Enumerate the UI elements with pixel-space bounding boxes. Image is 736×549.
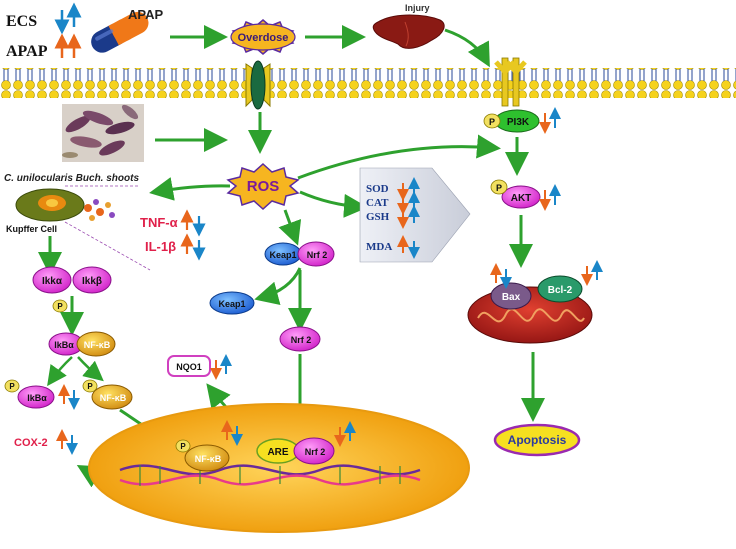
ikkb-label: Ikkβ [82,276,102,287]
sod-label: SOD [366,183,389,195]
complex-split-right-arrow [77,356,104,382]
legend-apap-label: APAP [6,43,48,60]
plant-photo [62,104,144,162]
cox2: COX-2 [14,429,78,455]
ikk-complex: Ikkα Ikkβ [32,266,112,294]
plant-caption: C. unilocularis Buch. shoots [4,173,139,184]
pi3k-phospho-label: P [489,117,495,127]
kupffer-label: Kupffer Cell [6,224,57,234]
cell-membrane [0,68,736,98]
membrane-channel-icon [245,60,271,110]
pill-label: APAP [128,7,163,22]
free-ikba-label: IkBα [27,393,47,403]
ikk-phospho-label: P [57,302,63,311]
bcl2-node: Bcl-2 [537,260,603,303]
ros-node: ROS [226,162,300,211]
akt-node: AKT P [490,179,561,211]
nuclear-nfkb: NF-κB P [175,420,243,472]
gsh-arrows [397,205,420,229]
legend-ecs-label: ECS [6,13,37,30]
liver-icon [372,14,445,49]
ros-to-akt-arrow [297,134,501,180]
complex-to-keap1-arrow [254,267,302,305]
nrf2-complex-label: Nrf 2 [307,250,328,260]
free-keap1-label: Keap1 [218,299,245,309]
free-nfkb: NF-κB P [82,379,133,410]
top-arrows [170,25,490,68]
ikka-label: Ikkα [42,276,63,287]
tnf-arrows [180,209,206,237]
are-nrf2: ARE Nrf 2 [256,421,356,465]
ros-to-kupffer-arrow [149,177,231,201]
cytokines: TNF-α IL-1β [140,209,206,261]
ikba-label: IkBα [54,340,74,350]
mda-label: MDA [366,241,392,253]
nuclear-nfkb-phospho-label: P [180,442,186,451]
nqo1: NQO1 [167,354,232,380]
akt-label: AKT [511,193,532,204]
pi3k-label: PI3K [507,117,530,128]
free-nrf2: Nrf 2 [279,326,321,352]
overdose-badge: Overdose [230,19,296,55]
phospho-ikba: IkBα P [4,379,80,410]
complex-split-left-arrow [47,356,73,387]
are-label: ARE [267,447,288,458]
bax-label: Bax [502,292,521,303]
ros-to-keap1-arrow [278,209,302,246]
ikba-phospho-label: P [9,382,15,391]
injury-group: Injury [372,3,445,49]
injury-label: Injury [405,3,430,13]
apoptosis-node: Apoptosis [493,423,581,457]
kupffer-dash-bottom [64,221,151,271]
overdose-label: Overdose [238,32,289,44]
free-nrf2-label: Nrf 2 [291,335,312,345]
pi3k-node: PI3K P [483,107,561,134]
ros-label: ROS [247,178,280,195]
nuclear-nfkb-label: NF-κB [195,454,222,464]
nucleus [88,403,470,533]
nfkb-label: NF-κB [84,340,111,350]
legend: ECS APAP [6,2,82,60]
keap1-nrf2-complex: Keap1 Nrf 2 [264,241,335,267]
oxidative-panel: SOD CAT GSH MDA [359,167,471,263]
akt-phospho-label: P [496,183,502,193]
tnf-alpha-label: TNF-α [140,215,178,230]
mda-arrows [397,235,420,259]
bcl2-label: Bcl-2 [548,285,573,296]
il1b-label: IL-1β [145,239,176,254]
free-nfkb-label: NF-κB [100,393,127,403]
nfkb-phospho-label: P [87,382,93,391]
nuclear-nrf2-label: Nrf 2 [305,447,326,457]
cat-label: CAT [366,197,389,209]
keap1-complex-label: Keap1 [269,250,296,260]
gsh-label: GSH [366,211,390,223]
apoptosis-label: Apoptosis [508,433,567,447]
il1b-arrows [180,233,206,261]
kupffer-cell: Kupffer Cell [6,188,115,234]
ikba-nfkb-complex: IkBα NF-κB [48,331,116,357]
free-keap1: Keap1 [209,291,255,315]
ros-to-panel-arrow [299,190,368,218]
cox2-label: COX-2 [14,437,48,449]
pi3k-receptor-icon [494,57,527,107]
bax-node: Bax [490,263,532,310]
nqo1-label: NQO1 [176,362,202,372]
apap-pill-icon: APAP [91,7,163,53]
